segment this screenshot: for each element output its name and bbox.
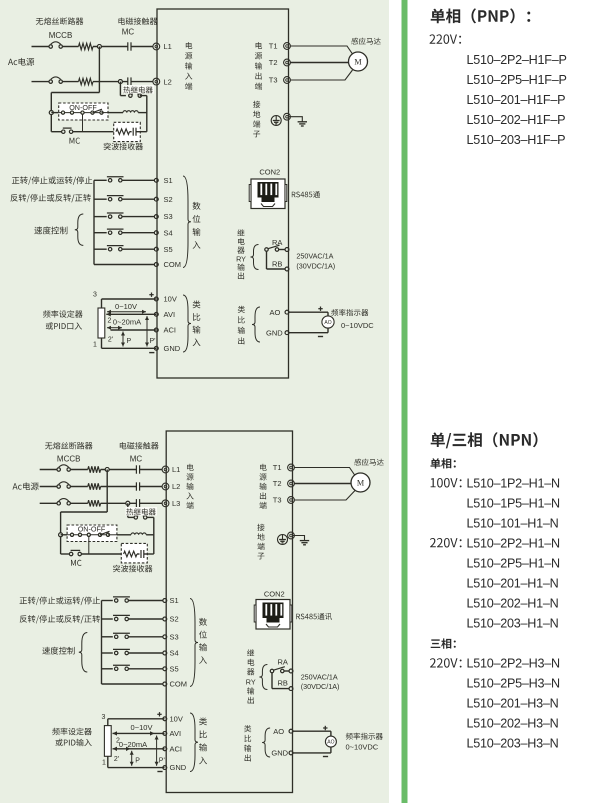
- svg-text:S5: S5: [170, 664, 179, 673]
- svg-text:AVI: AVI: [164, 310, 176, 319]
- svg-text:S3: S3: [170, 632, 179, 641]
- svg-text:COM: COM: [170, 680, 188, 689]
- svg-text:L510–1P2–H1–N: L510–1P2–H1–N: [467, 476, 561, 490]
- svg-text:S3: S3: [164, 212, 173, 221]
- svg-text:250VAC/1A: 250VAC/1A: [301, 673, 338, 682]
- svg-text:3: 3: [102, 714, 106, 721]
- svg-text:0~20mA: 0~20mA: [113, 318, 141, 327]
- svg-text:CON2: CON2: [259, 168, 280, 177]
- svg-text:GND: GND: [170, 763, 187, 772]
- svg-text:MC: MC: [130, 455, 143, 464]
- svg-text:RB: RB: [278, 679, 288, 688]
- svg-text:T1: T1: [269, 42, 278, 51]
- svg-text:L510–2P5–H1F–P: L510–2P5–H1F–P: [467, 73, 567, 87]
- svg-text:P': P': [150, 338, 156, 345]
- svg-text:L510–2P5–H3–N: L510–2P5–H3–N: [467, 677, 561, 691]
- svg-text:250VAC/1A: 250VAC/1A: [296, 251, 333, 260]
- svg-text:L510–2P2–H1–N: L510–2P2–H1–N: [467, 536, 561, 550]
- svg-text:CON2: CON2: [264, 589, 285, 598]
- svg-text:AO: AO: [273, 727, 284, 736]
- svg-text:COM: COM: [164, 260, 182, 269]
- svg-text:AO: AO: [327, 739, 334, 745]
- svg-text:GND: GND: [164, 344, 181, 353]
- svg-text:L510–2P2–H3–N: L510–2P2–H3–N: [467, 657, 561, 671]
- svg-text:S4: S4: [170, 649, 179, 658]
- svg-text:T2: T2: [269, 58, 278, 67]
- svg-text:S1: S1: [170, 596, 179, 605]
- svg-text:M: M: [354, 57, 362, 66]
- svg-text:L510–203–H3–N: L510–203–H3–N: [467, 737, 559, 751]
- svg-text:T3: T3: [273, 496, 282, 505]
- svg-text:1: 1: [93, 341, 97, 348]
- svg-text:RA: RA: [278, 658, 288, 667]
- svg-text:0~10V: 0~10V: [115, 302, 137, 311]
- svg-text:RY: RY: [246, 677, 256, 686]
- svg-text:AO: AO: [270, 308, 281, 317]
- svg-text:2': 2': [114, 756, 119, 763]
- svg-text:RB: RB: [272, 259, 282, 268]
- svg-text:2: 2: [116, 737, 120, 744]
- svg-text:ON-OFF: ON-OFF: [78, 525, 106, 534]
- svg-text:0~20mA: 0~20mA: [119, 740, 147, 749]
- svg-text:S2: S2: [170, 615, 179, 624]
- svg-text:T3: T3: [269, 76, 278, 85]
- svg-text:L510–201–H1–N: L510–201–H1–N: [467, 576, 559, 590]
- svg-text:MC: MC: [122, 28, 135, 37]
- svg-text:L1: L1: [164, 42, 172, 51]
- svg-text:1: 1: [102, 760, 106, 767]
- svg-text:S2: S2: [164, 195, 173, 204]
- svg-text:0~10VDC: 0~10VDC: [341, 321, 374, 330]
- svg-text:MCCB: MCCB: [49, 31, 73, 40]
- svg-text:P: P: [127, 338, 132, 345]
- svg-text:L2: L2: [164, 78, 172, 87]
- svg-text:ON-OFF: ON-OFF: [69, 103, 97, 112]
- svg-text:M: M: [357, 478, 365, 487]
- svg-text:L510–2P2–H1F–P: L510–2P2–H1F–P: [467, 53, 567, 67]
- svg-text:L2: L2: [172, 482, 180, 491]
- svg-text:3: 3: [93, 292, 97, 299]
- svg-text:RA: RA: [272, 238, 282, 247]
- svg-text:RY: RY: [236, 254, 246, 263]
- svg-text:L510–201–H1F–P: L510–201–H1F–P: [467, 93, 566, 107]
- svg-text:L510–101–H1–N: L510–101–H1–N: [467, 516, 559, 530]
- svg-text:L510–202–H1–N: L510–202–H1–N: [467, 596, 559, 610]
- svg-text:0~10VDC: 0~10VDC: [346, 742, 379, 751]
- svg-text:(30VDC/1A): (30VDC/1A): [296, 261, 335, 270]
- svg-text:L510–2P5–H1–N: L510–2P5–H1–N: [467, 556, 561, 570]
- svg-text:ACI: ACI: [164, 326, 177, 335]
- svg-text:ACI: ACI: [170, 744, 183, 753]
- svg-text:P': P': [159, 758, 165, 765]
- svg-text:L510–202–H1F–P: L510–202–H1F–P: [467, 113, 566, 127]
- svg-text:L510–1P5–H1–N: L510–1P5–H1–N: [467, 496, 561, 510]
- svg-text:GND: GND: [271, 748, 288, 757]
- svg-text:10V: 10V: [164, 295, 177, 304]
- svg-text:L510–203–H1–N: L510–203–H1–N: [467, 616, 559, 630]
- svg-text:AO: AO: [324, 320, 331, 326]
- svg-text:AVI: AVI: [170, 729, 182, 738]
- svg-text:S1: S1: [164, 176, 173, 185]
- svg-text:L510–201–H3–N: L510–201–H3–N: [467, 697, 559, 711]
- svg-text:L3: L3: [172, 499, 180, 508]
- svg-text:2: 2: [108, 318, 112, 325]
- svg-text:L1: L1: [172, 465, 180, 474]
- svg-text:P: P: [135, 758, 140, 765]
- svg-text:S4: S4: [164, 228, 173, 237]
- svg-text:L510–202–H3–N: L510–202–H3–N: [467, 717, 559, 731]
- svg-text:MCCB: MCCB: [57, 455, 81, 464]
- svg-text:10V: 10V: [170, 714, 183, 723]
- svg-text:0~10V: 0~10V: [131, 723, 153, 732]
- svg-text:2': 2': [108, 337, 113, 344]
- svg-text:(30VDC/1A): (30VDC/1A): [301, 682, 340, 691]
- svg-text:L510–203–H1F–P: L510–203–H1F–P: [467, 133, 566, 147]
- svg-text:T2: T2: [273, 479, 282, 488]
- svg-text:GND: GND: [266, 328, 283, 337]
- svg-text:S5: S5: [164, 245, 173, 254]
- svg-text:T1: T1: [273, 463, 282, 472]
